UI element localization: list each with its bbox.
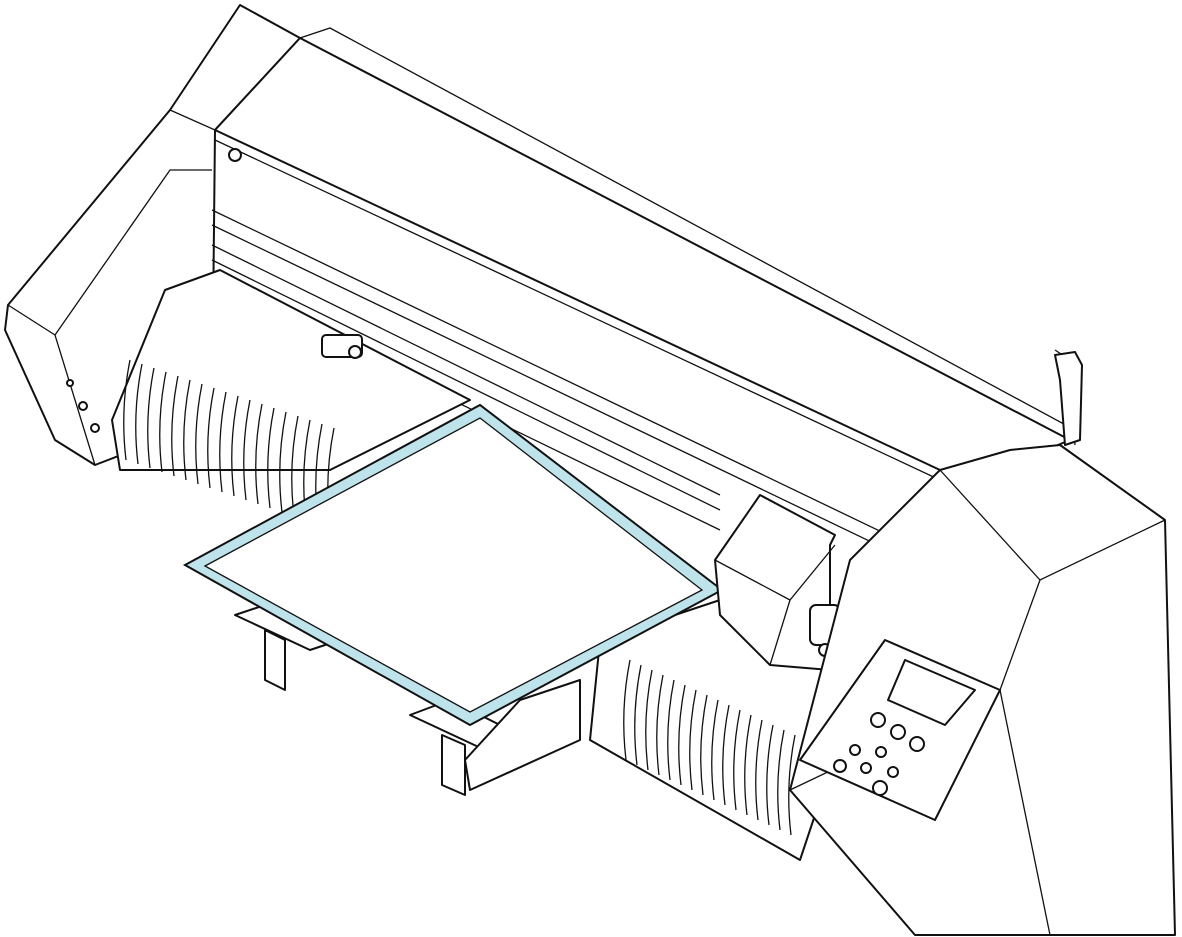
platen-rib — [766, 724, 774, 826]
function-button — [870, 712, 886, 728]
platen-rib — [777, 729, 785, 831]
platen-rib — [171, 375, 179, 477]
platen-rib — [733, 709, 741, 811]
platen-rib — [744, 714, 752, 816]
mat-support-left — [234, 604, 341, 691]
platen-rib — [147, 367, 155, 469]
platen-rib — [755, 719, 763, 821]
enter-button — [872, 780, 888, 796]
arrow-up-button — [875, 746, 887, 758]
platen-rib — [231, 395, 239, 497]
panel-button — [833, 759, 847, 773]
platen-rib — [678, 684, 686, 786]
platen-rib — [123, 359, 131, 461]
guide-rails — [204, 209, 941, 576]
platen-rib — [183, 379, 191, 481]
platen-rib — [159, 371, 167, 473]
platen-rib — [135, 363, 143, 465]
platen-rib — [689, 689, 697, 791]
platen-rib — [243, 399, 251, 501]
platen-rib — [656, 674, 664, 776]
platen-rib — [788, 734, 796, 836]
port-icon — [66, 379, 74, 387]
arrow-down-button — [860, 762, 872, 774]
platen-rib — [267, 407, 275, 509]
port-icon — [78, 401, 88, 411]
platen-rib — [195, 383, 203, 485]
mat-support-right — [409, 679, 581, 796]
platen-rib — [219, 391, 227, 493]
platen-rib — [634, 664, 642, 766]
platen-rib — [623, 659, 631, 761]
pinch-roller — [321, 334, 363, 359]
platen-rib — [667, 679, 675, 781]
platen-rib — [722, 704, 730, 806]
platen-rib — [711, 699, 719, 801]
platen-rib — [255, 403, 263, 505]
platen-rib — [700, 694, 708, 796]
platen-rib — [207, 387, 215, 489]
lcd-display — [887, 659, 976, 726]
port-icon — [90, 423, 100, 433]
arrow-left-button — [849, 744, 861, 756]
function-button — [890, 724, 906, 740]
control-panel — [799, 639, 1001, 821]
platen-rib — [279, 411, 287, 513]
function-button — [909, 736, 925, 752]
arrow-right-button — [887, 766, 899, 778]
platen-rib — [645, 669, 653, 771]
